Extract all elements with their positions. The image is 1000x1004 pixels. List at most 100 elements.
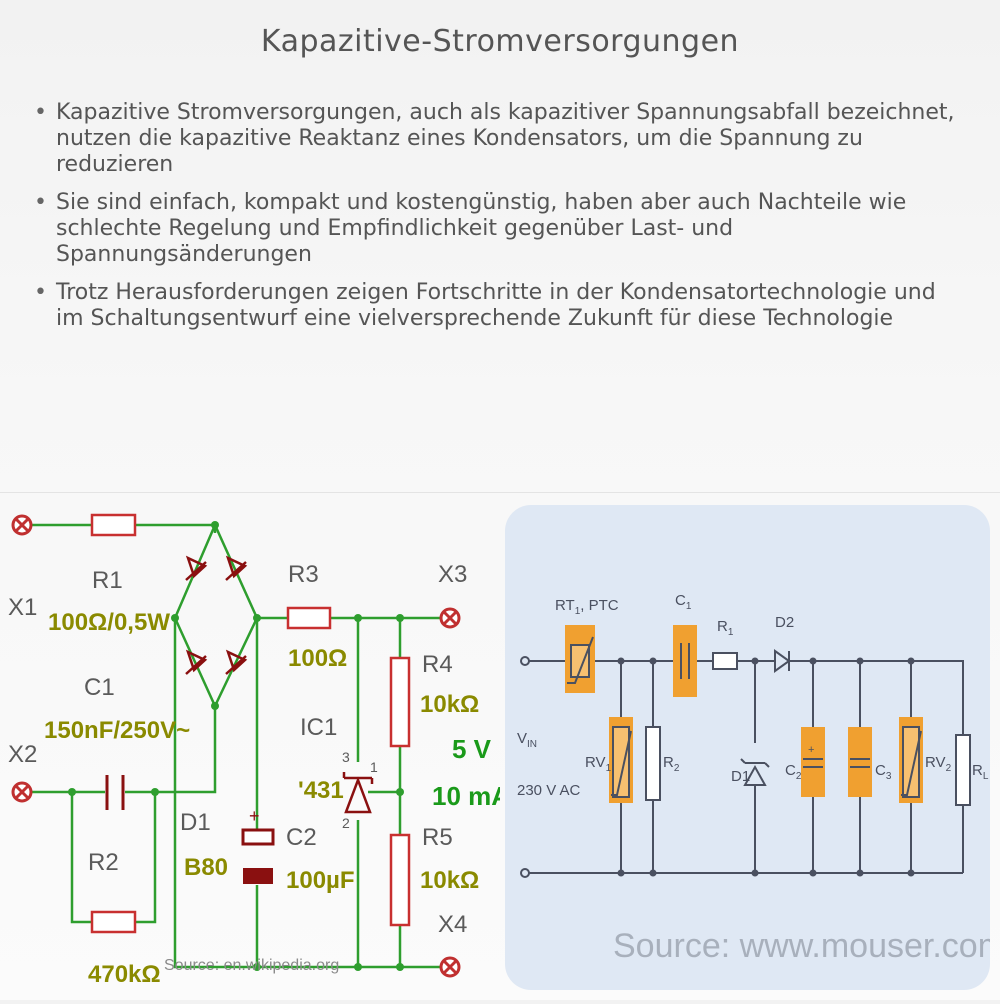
label-vin-value: 230 V AC: [517, 782, 581, 799]
junction-dot: [151, 788, 159, 796]
bullet-item: •Trotz Herausforderungen zeigen Fortschr…: [30, 280, 960, 332]
resistor-r5: [389, 833, 411, 927]
junction-dot: [211, 702, 219, 710]
bullet-item: •Sie sind einfach, kompakt und kostengün…: [30, 190, 960, 268]
label-r5: R5: [422, 824, 453, 851]
label-r1: R1: [92, 567, 123, 594]
label-x3: X3: [438, 561, 467, 588]
terminal-vin-bottom: [520, 868, 530, 878]
terminal-vin-top: [520, 656, 530, 666]
highlight-c3: [848, 727, 872, 797]
bridge-diodes: [185, 555, 248, 675]
junction-dot: [211, 521, 219, 529]
junction-dot: [354, 963, 362, 971]
highlight-c1: [673, 625, 697, 697]
diode-d2: [774, 649, 791, 673]
terminal-x4: [439, 956, 461, 978]
value-c2: 100µF: [286, 867, 355, 894]
bullet-dot-icon: •: [34, 100, 47, 125]
page-title: Kapazitive-Stromversorgungen: [260, 24, 740, 59]
value-ic1: '431: [298, 777, 344, 804]
varistor-rv1: [612, 726, 630, 798]
resistor-r2: [645, 726, 661, 801]
bullet-list: • Kapazitive Stromversorgungen, auch als …: [30, 100, 960, 344]
left-component-values: 100Ω/0,5W 150nF/250V~ 470kΩ B80 100Ω 100…: [44, 609, 479, 988]
junction-dot: [68, 788, 76, 796]
ptc-rt1: [570, 644, 590, 678]
junction-dot: [809, 657, 817, 665]
cap-c2-polarity-icon: +: [808, 744, 814, 756]
varistor-rv2-slash: [901, 730, 922, 796]
resistor-r4: [389, 656, 411, 748]
capacitor-c1: [105, 775, 125, 810]
junction-dot: [396, 963, 404, 971]
label-ic-pin2: 2: [342, 815, 350, 831]
svg-text:+: +: [249, 806, 260, 826]
resistor-r3: [286, 606, 332, 630]
label-d1: D1: [731, 768, 750, 785]
label-x4: X4: [438, 911, 467, 938]
junction-dot: [751, 657, 759, 665]
junction-dot: [354, 614, 362, 622]
junction-dot: [856, 657, 864, 665]
capacitor-c2: +: [241, 806, 275, 884]
value-r3: 100Ω: [288, 645, 347, 672]
junction-dot: [396, 614, 404, 622]
label-x2: X2: [8, 741, 37, 768]
junction-dot: [649, 869, 657, 877]
label-rv1: RV1: [585, 754, 612, 774]
wire-bridge-ground: [173, 618, 400, 969]
ptc-rt1-slash: [567, 636, 594, 684]
left-resistors: [90, 513, 411, 934]
value-c1: 150nF/250V~: [44, 717, 190, 744]
label-ic-pin1: 1: [370, 759, 378, 775]
junction-dot: [396, 788, 404, 796]
output-spec: 5 V 10 mA: [432, 734, 510, 811]
label-d1: D1: [180, 809, 211, 836]
value-r2: 470kΩ: [88, 961, 161, 988]
left-circuit-svg: + X1 X2 X3 X4 R1 C1 R2 D1 R3 C2 IC1 R4 R…: [8, 513, 510, 988]
label-r2: R2: [88, 849, 119, 876]
junction-dot: [171, 614, 179, 622]
left-component-labels: X1 X2 X3 X4 R1 C1 R2 D1 R3 C2 IC1 R4 R5: [8, 561, 467, 938]
right-source-note: Source: www.mouser.com: [613, 927, 990, 965]
label-ic1: IC1: [300, 714, 337, 741]
resistor-rl: [955, 734, 971, 806]
wire-r5-x4: [398, 925, 440, 969]
junction-dot: [751, 869, 759, 877]
label-vin: VIN: [517, 730, 537, 750]
wire-r2-left: [70, 792, 92, 924]
resistor-r1: [90, 513, 137, 537]
terminal-x2: [11, 781, 33, 803]
right-circuit-wires: [525, 660, 964, 874]
junction-dot: [907, 657, 915, 665]
value-d1: B80: [184, 854, 228, 881]
junction-dot: [649, 657, 657, 665]
label-r4: R4: [422, 651, 453, 678]
divider: [0, 492, 1000, 493]
label-r1: R1: [717, 618, 734, 638]
junction-dot: [253, 963, 261, 971]
terminal-x3: [439, 607, 461, 629]
bullet-text: Trotz Herausforderungen zeigen Fortschri…: [56, 280, 936, 331]
label-rl: RL: [972, 762, 989, 782]
bullet-text: Sie sind einfach, kompakt und kostengüns…: [56, 190, 907, 267]
junction-dot: [617, 869, 625, 877]
resistor-r1: [712, 652, 738, 670]
resistor-r2: [90, 910, 137, 934]
varistor-rv2: [902, 726, 920, 798]
label-d2: D2: [775, 614, 794, 631]
output-current: 10 mA: [432, 781, 500, 811]
label-x1: X1: [8, 594, 37, 621]
right-circuit-svg: + RT1, PTC C1 R1 D2 VIN 230 V AC RV1 R2 …: [517, 592, 990, 965]
junction-dot: [907, 869, 915, 877]
ic1-pin-labels: 1 2 3: [342, 749, 378, 831]
bullet-text: Kapazitive Stromversorgungen, auch als k…: [56, 100, 955, 177]
left-source-note: Source: en.wikipedia.org: [164, 957, 339, 974]
label-r3: R3: [288, 561, 319, 588]
terminals: [11, 514, 461, 978]
input-terminals: [520, 656, 530, 878]
wire-r2-right: [135, 792, 157, 924]
label-rt1: RT1, PTC: [555, 597, 619, 617]
junction-dot: [617, 657, 625, 665]
